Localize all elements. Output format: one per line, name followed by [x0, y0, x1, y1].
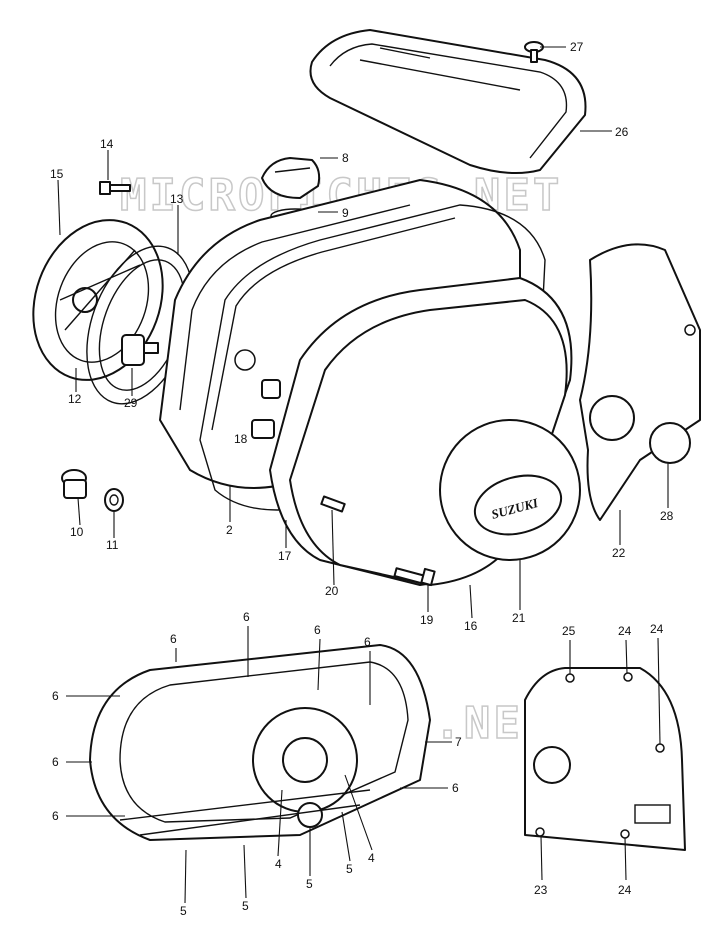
callout-26: 26	[615, 125, 629, 139]
callout-21: 21	[512, 611, 526, 625]
callout-5-a: 5	[306, 877, 313, 891]
callout-18: 18	[234, 432, 248, 446]
part-8-oil-cap	[261, 157, 321, 199]
callout-13: 13	[170, 192, 184, 206]
leader-lines	[57, 46, 669, 619]
part-10-drain-plug	[61, 469, 87, 499]
callout-24-right: 24	[650, 622, 664, 636]
callout-9: 9	[342, 206, 349, 220]
callout-6-top4: 6	[364, 635, 371, 649]
callout-6-right: 6	[452, 781, 459, 795]
callout-22: 22	[612, 546, 626, 560]
part-19-bolt	[393, 567, 436, 587]
callout-17: 17	[278, 549, 292, 563]
part-14-bolt	[99, 181, 131, 195]
part-18-tube	[251, 379, 281, 439]
callout-labels: 27 26 8 9 14 15 13 12 29 18 10 11 2 17 2…	[50, 40, 674, 918]
callout-11: 11	[106, 538, 119, 552]
callout-28: 28	[660, 509, 674, 523]
callout-6-left2: 6	[52, 755, 59, 769]
callout-24-bottom: 24	[618, 883, 632, 897]
part-11-washer	[104, 488, 124, 512]
part-17-gasket	[199, 204, 546, 511]
callout-5-c: 5	[180, 904, 187, 918]
callout-4-a: 4	[275, 857, 282, 871]
part-20-bolt	[320, 495, 346, 513]
callout-6-top2: 6	[243, 610, 250, 624]
callout-7: 7	[455, 735, 462, 749]
callout-16: 16	[464, 619, 478, 633]
callout-12: 12	[68, 392, 82, 406]
callout-2: 2	[226, 523, 233, 537]
part-29-shaft	[121, 334, 159, 366]
part-23-side-gasket	[524, 667, 686, 851]
callout-5-b: 5	[346, 862, 353, 876]
callout-19: 19	[420, 613, 434, 627]
callout-23: 23	[534, 883, 548, 897]
callout-6-top3: 6	[314, 623, 321, 637]
callout-29: 29	[124, 396, 138, 410]
callout-6-left1: 6	[52, 689, 59, 703]
part-26-top-cover	[309, 29, 587, 174]
callout-24-top: 24	[618, 624, 632, 638]
callout-10: 10	[70, 525, 84, 539]
callout-15: 15	[50, 167, 64, 181]
callout-25: 25	[562, 624, 576, 638]
callout-6-left3: 6	[52, 809, 59, 823]
part-7-clutch-cover-gasket	[89, 644, 431, 841]
part-22-side-cover	[579, 243, 701, 521]
callout-20: 20	[325, 584, 339, 598]
callout-6-top1: 6	[170, 632, 177, 646]
part-21-clutch-cover: SUZUKI	[289, 299, 581, 586]
part-28-cap	[649, 422, 691, 464]
callout-4-b: 4	[368, 851, 375, 865]
callout-14: 14	[100, 137, 114, 151]
callout-5-d: 5	[242, 899, 249, 913]
callout-8: 8	[342, 151, 349, 165]
callout-27: 27	[570, 40, 584, 54]
part-27-screw	[524, 41, 544, 63]
leader-lines-bottom	[66, 626, 661, 904]
